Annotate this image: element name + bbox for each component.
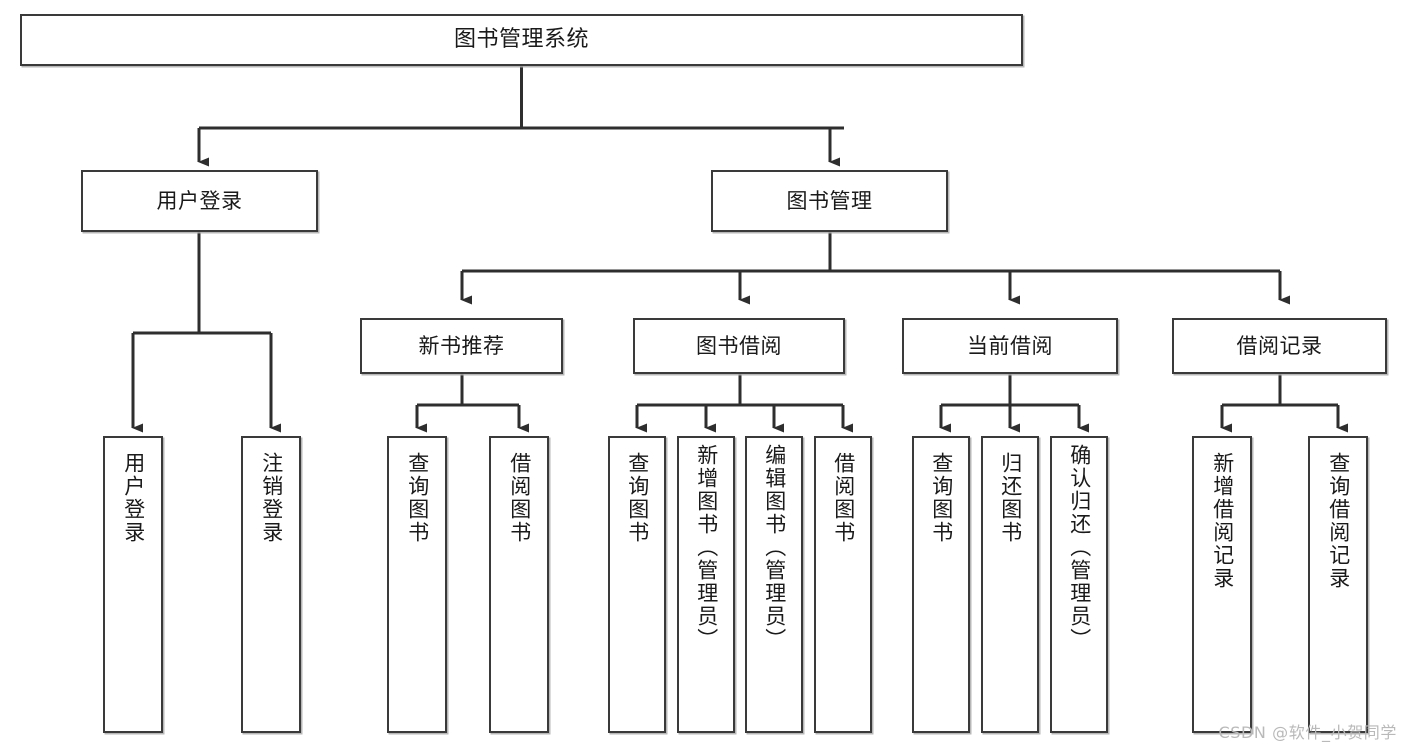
node-leaf-user-login-label: 用户登录 — [121, 452, 146, 544]
node-borrow-record-label: 借阅记录 — [1236, 333, 1323, 358]
csdn-watermark: CSDN @软件_小贺同学 — [1218, 723, 1397, 742]
node-leaf-confirm-return-label: 确认归还（管理员） — [1067, 444, 1092, 651]
node-book-borrow[interactable]: 图书借阅 — [633, 318, 845, 374]
node-book-borrow-label: 图书借阅 — [696, 333, 782, 358]
node-leaf-query-book-1[interactable]: 查询图书 — [387, 436, 447, 733]
node-leaf-query-book-1-label: 查询图书 — [405, 452, 430, 544]
node-root-label: 图书管理系统 — [453, 26, 589, 52]
node-leaf-user-logout-label: 注销登录 — [259, 452, 284, 544]
node-user-login[interactable]: 用户登录 — [81, 170, 318, 232]
node-leaf-edit-book-label: 编辑图书（管理员） — [762, 444, 787, 651]
node-leaf-add-record-label: 新增借阅记录 — [1210, 452, 1235, 590]
node-leaf-add-book[interactable]: 新增图书（管理员） — [677, 436, 735, 733]
node-leaf-confirm-return[interactable]: 确认归还（管理员） — [1050, 436, 1108, 733]
node-leaf-query-record[interactable]: 查询借阅记录 — [1308, 436, 1368, 733]
node-leaf-query-record-label: 查询借阅记录 — [1326, 452, 1351, 590]
node-book-manage[interactable]: 图书管理 — [711, 170, 948, 232]
node-root[interactable]: 图书管理系统 — [20, 14, 1023, 66]
node-leaf-borrow-book-2-label: 借阅图书 — [831, 452, 856, 544]
node-borrow-record[interactable]: 借阅记录 — [1172, 318, 1387, 374]
node-new-book-recommend-label: 新书推荐 — [418, 333, 505, 358]
node-leaf-return-book[interactable]: 归还图书 — [981, 436, 1039, 733]
node-leaf-query-book-3[interactable]: 查询图书 — [912, 436, 970, 733]
node-leaf-query-book-3-label: 查询图书 — [929, 452, 954, 544]
node-new-book-recommend[interactable]: 新书推荐 — [360, 318, 563, 374]
node-leaf-borrow-book-1[interactable]: 借阅图书 — [489, 436, 549, 733]
node-leaf-add-record[interactable]: 新增借阅记录 — [1192, 436, 1252, 733]
node-leaf-user-logout[interactable]: 注销登录 — [241, 436, 301, 733]
node-leaf-add-book-label: 新增图书（管理员） — [694, 444, 719, 651]
node-leaf-edit-book[interactable]: 编辑图书（管理员） — [745, 436, 803, 733]
node-leaf-user-login[interactable]: 用户登录 — [103, 436, 163, 733]
node-leaf-borrow-book-1-label: 借阅图书 — [507, 452, 532, 544]
node-current-borrow-label: 当前借阅 — [967, 333, 1053, 358]
node-leaf-return-book-label: 归还图书 — [998, 452, 1023, 544]
node-current-borrow[interactable]: 当前借阅 — [902, 318, 1118, 374]
node-leaf-query-book-2[interactable]: 查询图书 — [608, 436, 666, 733]
node-user-login-label: 用户登录 — [156, 188, 243, 213]
node-book-manage-label: 图书管理 — [786, 188, 873, 213]
node-leaf-query-book-2-label: 查询图书 — [625, 452, 650, 544]
node-leaf-borrow-book-2[interactable]: 借阅图书 — [814, 436, 872, 733]
